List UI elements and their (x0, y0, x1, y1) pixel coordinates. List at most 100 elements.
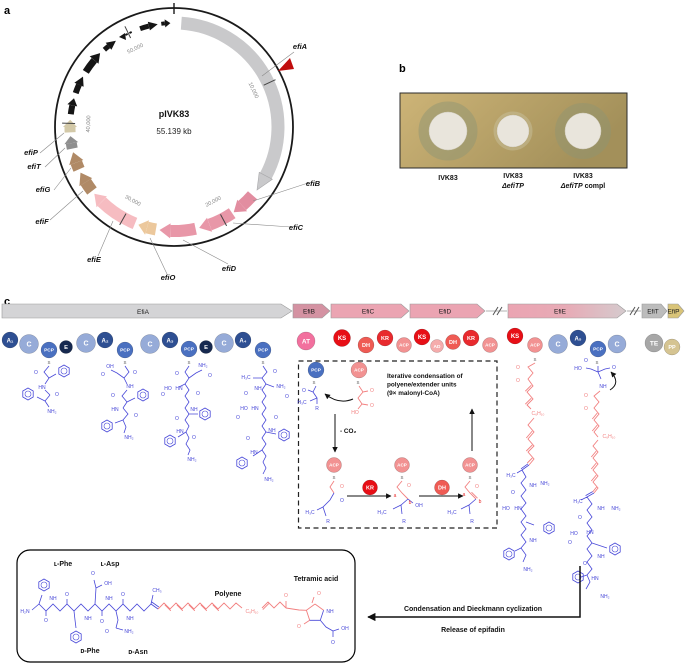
gene-label-efiG: efiG (36, 185, 51, 194)
svg-text:TE: TE (650, 340, 659, 347)
atom-label: O (578, 515, 582, 521)
svg-text:C: C (26, 342, 31, 349)
gene-arrow-EfiB (292, 303, 331, 319)
atom-label: H₃C (297, 400, 307, 406)
svg-text:PCP: PCP (120, 348, 131, 354)
atom-label: O (340, 498, 344, 504)
release-text-line2: Release of epifadin (441, 627, 505, 634)
atom-label: HN (175, 386, 183, 392)
atom-label: NH₂ (540, 481, 549, 487)
atom-label: O (208, 373, 212, 379)
iteration-box: PCP ACP S S O H₃C R O O HO Iterative con… (297, 360, 498, 529)
svg-text:E: E (64, 345, 68, 351)
svg-text:PCP: PCP (184, 347, 195, 353)
lane-label-2-line1: IVK83 (503, 173, 523, 180)
iterative-note-line2: polyene/extender units (387, 382, 457, 389)
domain-PCP: PCP (40, 341, 58, 359)
atom-label: S (469, 475, 472, 480)
svg-text:C: C (83, 341, 88, 348)
domain-A1: A₁ (1, 331, 19, 349)
gene-text-EfiB: EfiB (303, 309, 315, 316)
atom-label: O (284, 593, 288, 599)
domain-KS: KS (333, 329, 351, 347)
domain-KR: KR (376, 329, 394, 347)
atom-label: O (175, 371, 179, 377)
inhibition-halo-3 (555, 103, 611, 159)
svg-text:C: C (221, 341, 226, 348)
atom-label: O (246, 436, 250, 442)
gene-arc-efiB-head (233, 199, 248, 213)
domain-C: C (607, 334, 627, 354)
svg-text:ACP: ACP (465, 463, 475, 468)
atom-label: O (297, 624, 301, 630)
svg-text:KR: KR (366, 486, 374, 492)
atom-label: HN (251, 406, 259, 412)
gene-arc-efiO (145, 221, 157, 236)
paper-disk-3 (564, 112, 602, 150)
svg-text:A₃: A₃ (166, 338, 173, 344)
atom-label: O (101, 372, 105, 378)
atom-label: H₃C (506, 473, 516, 479)
domain-KS: KS (413, 328, 431, 346)
atom-label: NH (190, 407, 198, 413)
gene-text-EfiA: EfiA (137, 309, 150, 316)
atom-label: H₃C (377, 510, 387, 516)
benzene-ring (609, 542, 621, 556)
domain-TE: TE (644, 333, 664, 353)
svg-text:A₅: A₅ (574, 336, 581, 342)
gene-text-EfiT: EfiT (647, 309, 659, 316)
atom-label: OH (341, 626, 349, 632)
product-box-border (16, 549, 356, 663)
gene-arrow-EfiT (641, 303, 668, 319)
atom-label: H₃C (447, 510, 457, 516)
gene-arc-efiE (97, 197, 138, 229)
gene-arc-efiE-head (94, 193, 107, 208)
gene-arrow-EfiP (667, 303, 685, 319)
domain-C: C (19, 334, 39, 354)
atom-label: R (315, 406, 319, 412)
gene-text-EfiD: EfiD (439, 309, 452, 316)
atom-label: S (262, 360, 265, 365)
gene-text-EfiC: EfiC (362, 309, 375, 316)
panel-letter-a: a (4, 5, 11, 17)
svg-text:C: C (147, 342, 152, 349)
atom-label: NH₂ (276, 384, 285, 390)
gene-arc-efiD-head (159, 223, 171, 239)
atom-label: O (370, 403, 374, 409)
atom-label: NH₂ (124, 629, 133, 635)
atom-label: HO (240, 406, 248, 412)
atom-label: NH₂ (264, 477, 273, 483)
atom-label: O (196, 391, 200, 397)
gene-arc-efiC (207, 208, 236, 231)
atom-label: O (370, 388, 374, 394)
peptide-intermediate-1: S O HN O NH₂ (22, 360, 70, 415)
svg-text:PCP: PCP (593, 347, 604, 353)
panel-letter-b: b (399, 63, 406, 75)
atom-label: O (285, 394, 289, 400)
atom-label: HN (591, 576, 599, 582)
box-domain-ACP: ACP (394, 457, 410, 473)
gene-arc-efiA-region (180, 16, 285, 179)
svg-text:KS: KS (511, 334, 519, 340)
svg-text:E: E (204, 345, 208, 351)
co2-label: - CO₂ (340, 428, 356, 435)
benzene-ring (164, 434, 176, 448)
domain-PCP: PCP (589, 340, 607, 358)
atom-label: O (317, 591, 321, 597)
pks-domain-row: AT KS DH KR ACP KS AD DH KR ACP KS ACP (296, 327, 543, 354)
gene-arc-efiB (238, 191, 258, 211)
benzene-ring (101, 419, 113, 433)
atom-label: H₂N (20, 609, 30, 615)
atom-label: S (357, 380, 360, 385)
atom-label: O (111, 393, 115, 399)
gene-label-efiB: efiB (306, 179, 321, 188)
svg-text:ACP: ACP (399, 343, 409, 348)
atom-label: O (340, 484, 344, 490)
atom-label: HN (514, 506, 522, 512)
atom-label: NH₂ (47, 409, 56, 415)
atom-label: O (584, 358, 588, 364)
atom-label: O (583, 561, 587, 567)
atom-label: OH (106, 364, 114, 370)
atom-label: O (133, 370, 137, 376)
